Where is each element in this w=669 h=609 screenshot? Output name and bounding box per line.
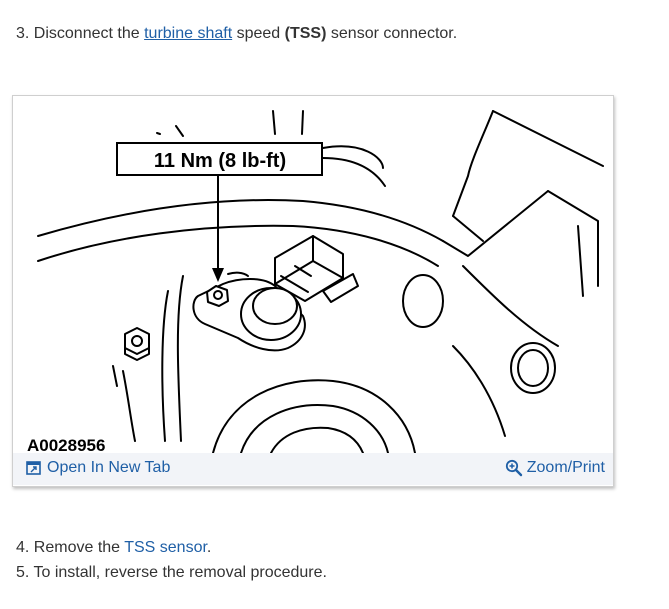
step-4: 4. Remove the TSS sensor. <box>16 538 211 558</box>
step-text: Disconnect the <box>33 25 140 42</box>
magnifier-icon <box>505 459 523 477</box>
open-in-new-tab-icon <box>26 461 41 475</box>
step-number: 4. <box>16 539 30 556</box>
step-number: 5. <box>16 564 30 581</box>
open-in-new-tab-button[interactable]: Open In New Tab <box>26 459 170 477</box>
step-text: . <box>206 539 212 556</box>
figure-id: A0028956 <box>27 436 106 455</box>
sensor-illustration: 11 Nm (8 lb-ft) <box>37 110 604 453</box>
step-5: 5. To install, reverse the removal proce… <box>16 563 327 583</box>
step-text: Remove the <box>33 539 121 556</box>
step-text: To install, reverse the removal procedur… <box>33 564 327 581</box>
zoom-print-button[interactable]: Zoom/Print <box>505 459 605 477</box>
tss-sensor-link[interactable]: TSS sensor <box>124 539 207 556</box>
figure-panel: 11 Nm (8 lb-ft) A0028956 Open In New Tab <box>12 95 614 487</box>
tss-bold: (TSS) <box>284 25 327 42</box>
step-text: sensor connector. <box>330 25 458 42</box>
step-number: 3. <box>16 25 30 42</box>
torque-callout-box <box>116 142 323 176</box>
open-in-new-tab-label: Open In New Tab <box>47 459 171 476</box>
step-text: speed <box>236 25 281 42</box>
torque-callout-text: 11 Nm (8 lb-ft) <box>154 150 286 172</box>
figure-toolbar: Open In New Tab Zoom/Print <box>13 453 613 485</box>
zoom-print-label: Zoom/Print <box>526 459 605 476</box>
step-3: 3. Disconnect the turbine shaft speed (T… <box>16 24 457 44</box>
turbine-shaft-link[interactable]: turbine shaft <box>144 25 233 42</box>
